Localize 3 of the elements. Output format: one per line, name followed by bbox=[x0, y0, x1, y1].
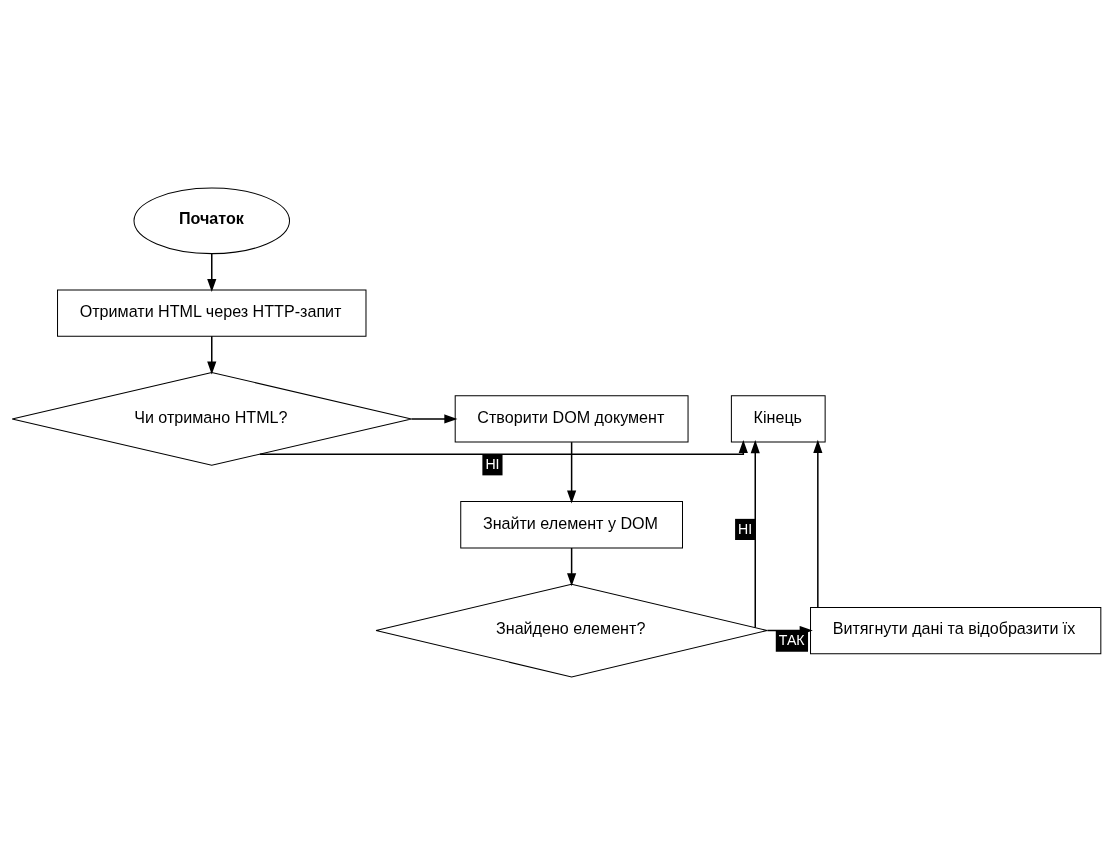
edge-label: ТАК bbox=[778, 632, 805, 649]
edge-label: НІ bbox=[738, 520, 753, 537]
edge-label: НІ bbox=[485, 456, 500, 473]
